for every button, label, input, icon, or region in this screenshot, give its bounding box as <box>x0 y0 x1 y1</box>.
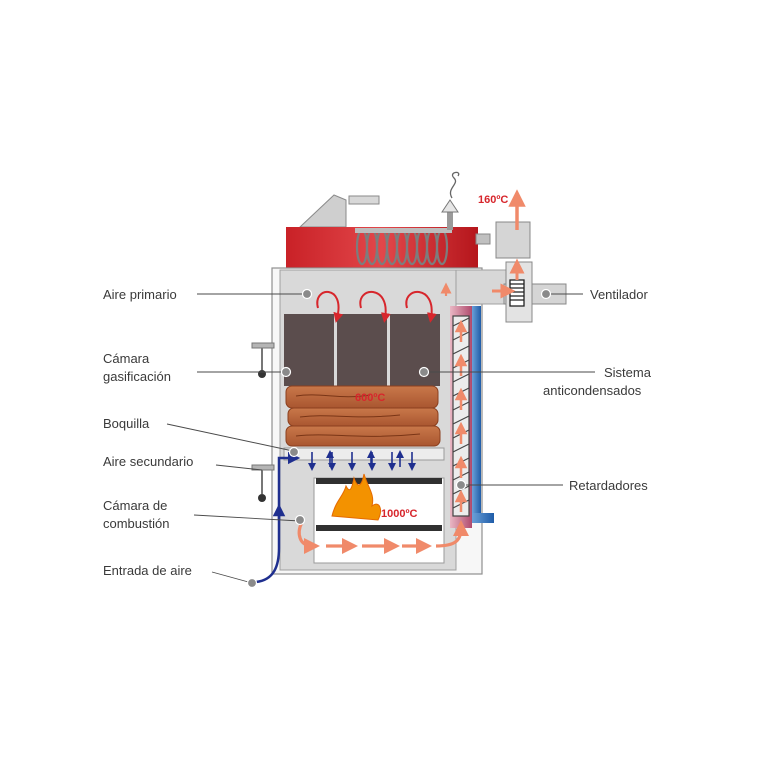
heat-exchange-coil <box>355 228 449 266</box>
water-return-pipe <box>472 306 481 518</box>
air-inlet-path <box>255 451 301 584</box>
boiler-casing <box>271 267 517 575</box>
leader-entrada <box>211 571 253 584</box>
label-aire-secundario: Aire secundario <box>103 454 194 469</box>
lid-handle <box>348 195 380 205</box>
label-retardadores: Retardadores <box>569 478 648 493</box>
top-section <box>286 171 491 268</box>
water-return-outlet <box>472 513 494 523</box>
coil-feed-pipe <box>355 228 452 233</box>
gasification-panel-1 <box>284 314 334 386</box>
secondary-air-arrows <box>308 450 416 471</box>
label-camara-gasificacion-line2: gasificación <box>103 369 171 384</box>
gasification-panel-2 <box>337 314 387 386</box>
combustion-floor <box>316 525 442 531</box>
leader-dots <box>246 288 552 589</box>
primary-air-zone <box>284 282 444 314</box>
anticondensation-system <box>450 306 494 528</box>
leader-boquilla <box>166 423 294 452</box>
flame-icon <box>331 473 381 521</box>
label-camara-combustion-line2: combustión <box>103 516 170 531</box>
gasification-panel-3 <box>390 314 440 386</box>
fan-assembly <box>492 189 567 323</box>
combustion-grate <box>316 478 442 484</box>
thermostatic-valve-icon <box>441 199 459 213</box>
label-boquilla: Boquilla <box>103 416 150 431</box>
leader-aire-secundario <box>215 464 263 471</box>
nozzle-plate <box>283 447 445 461</box>
hopper-lid <box>298 194 347 228</box>
leader-lines <box>166 293 595 584</box>
combustion-chamber <box>313 477 445 564</box>
side-handles <box>251 342 275 502</box>
label-sistema-line1: Sistema <box>604 365 651 380</box>
primary-air-swirls <box>316 291 437 323</box>
temp-combustion-label: 1000ºC <box>381 508 417 520</box>
wood-logs <box>285 385 441 447</box>
label-entrada-aire: Entrada de aire <box>103 563 192 578</box>
valve-wire-icon <box>449 171 460 199</box>
temp-gasification-label: 600ºC <box>355 392 385 404</box>
fan-icon <box>509 279 525 307</box>
leader-combustion <box>193 514 301 522</box>
label-sistema-line2: anticondensados <box>543 383 642 398</box>
label-aire-primario: Aire primario <box>103 287 177 302</box>
label-camara-combustion-line1: Cámara de <box>103 498 168 513</box>
label-camara-gasificacion-line1: Cámara <box>103 351 150 366</box>
jacket-outlet-pipe <box>475 233 491 245</box>
coil-riser <box>447 205 453 230</box>
label-ventilador: Ventilador <box>590 287 648 302</box>
red-water-jacket <box>286 227 478 268</box>
temp-flue-label: 160ºC <box>478 194 508 206</box>
chimney-box <box>495 221 531 259</box>
